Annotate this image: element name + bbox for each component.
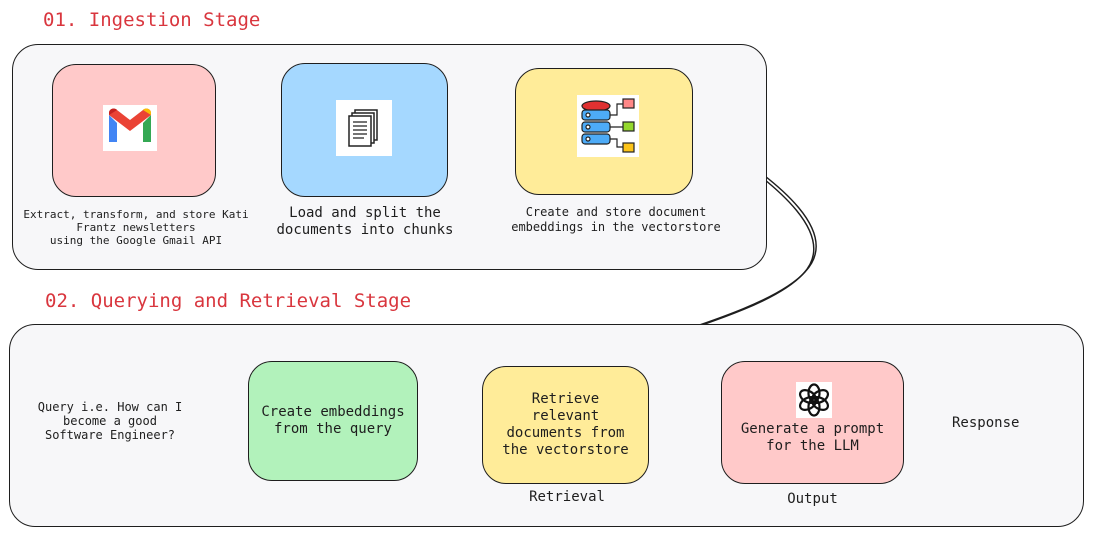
querying-stage-title: 02. Querying and Retrieval Stage <box>45 290 412 312</box>
ingestion-stage-title: 01. Ingestion Stage <box>43 9 261 31</box>
database-icon <box>577 95 639 157</box>
embed-query-card: Create embeddings from the query <box>248 361 418 481</box>
split-documents-card <box>281 63 448 197</box>
vectorstore-caption: Create and store document embeddings in … <box>511 205 721 234</box>
generate-prompt-label: Generate a prompt for the LLM <box>740 421 885 454</box>
gmail-icon <box>103 105 157 151</box>
split-caption: Load and split the documents into chunks <box>276 205 454 238</box>
retrieve-card: Retrieve relevant documents from the vec… <box>482 366 649 484</box>
output-caption: Output <box>787 491 838 507</box>
retrieve-label: Retrieve relevant documents from the vec… <box>502 391 629 458</box>
openai-icon <box>796 382 832 418</box>
query-text: Query i.e. How can I become a good Softw… <box>37 400 183 442</box>
embed-query-label: Create embeddings from the query <box>261 404 405 437</box>
retrieval-caption: Retrieval <box>529 489 605 505</box>
vectorstore-card <box>515 68 693 195</box>
generate-prompt-card: Generate a prompt for the LLM <box>721 361 904 484</box>
response-label: Response <box>952 415 1020 431</box>
gmail-caption: Extract, transform, and store Kati Frant… <box>23 208 249 247</box>
documents-icon <box>336 100 392 156</box>
gmail-card <box>52 64 216 197</box>
